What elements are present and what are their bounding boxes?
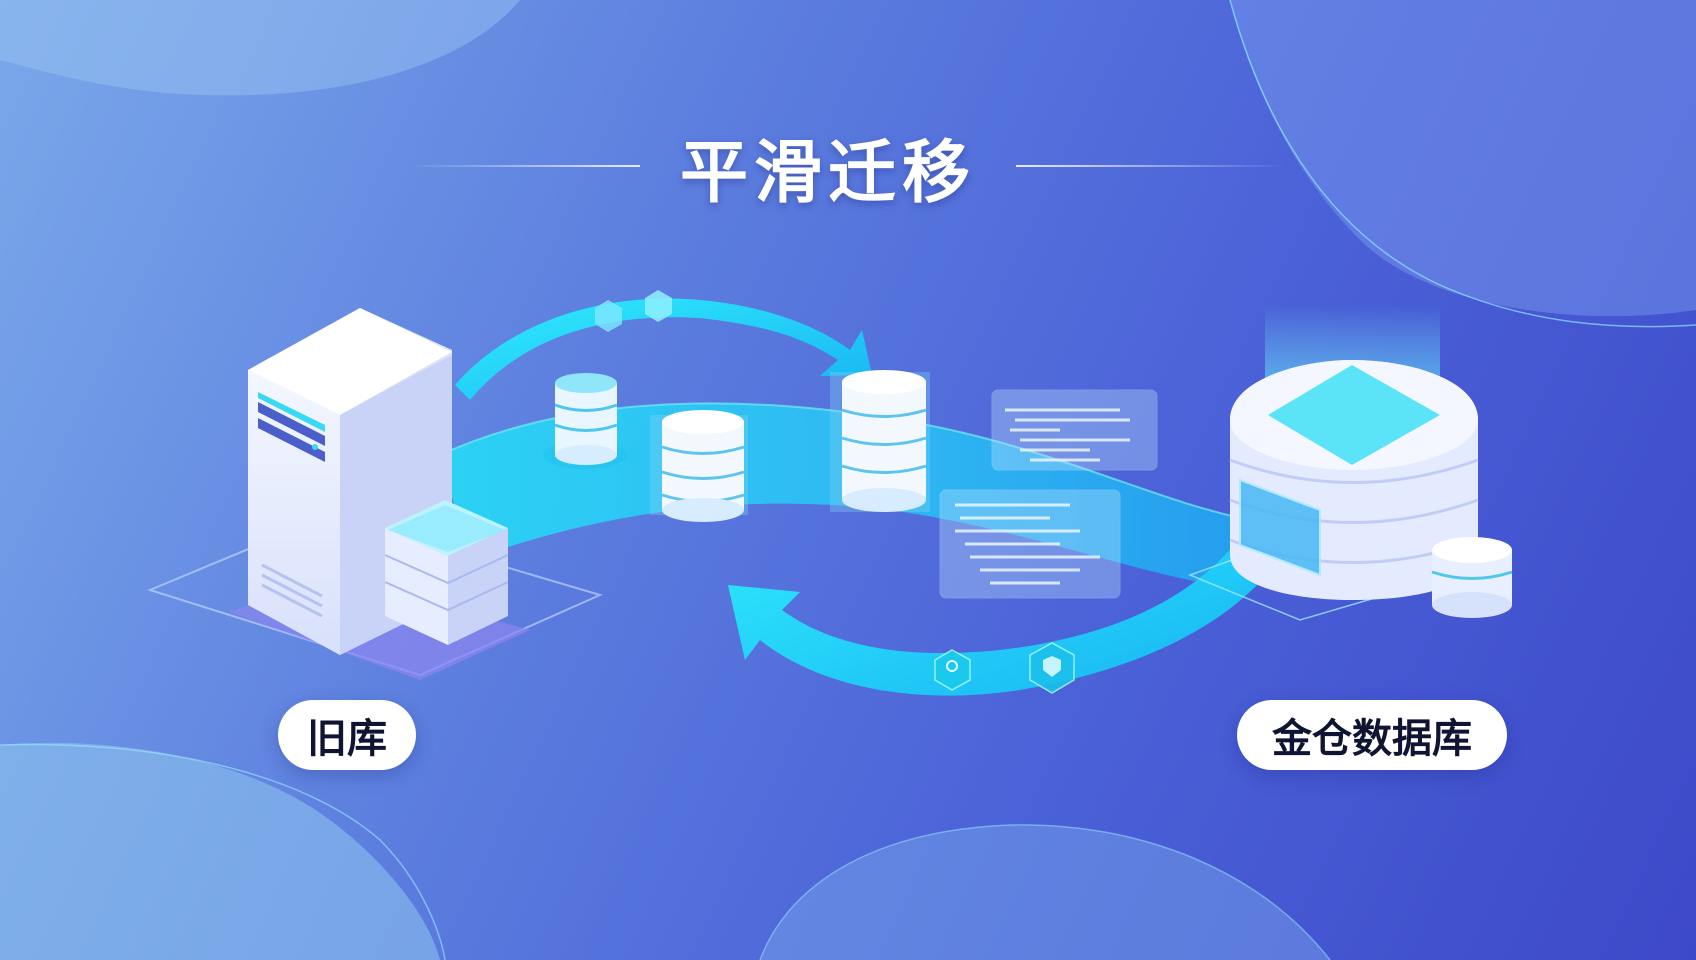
forward-arrow-icon bbox=[455, 298, 872, 400]
page-title: 平滑迁移 bbox=[679, 133, 976, 213]
title-divider-right bbox=[1016, 165, 1286, 167]
cube-icon bbox=[595, 290, 672, 332]
source-label: 旧库 bbox=[278, 700, 416, 770]
storage-stack-icon bbox=[384, 500, 509, 645]
lock-icon bbox=[934, 649, 971, 691]
database-icon bbox=[830, 370, 930, 512]
target-database-icon bbox=[1187, 305, 1479, 621]
database-icon bbox=[543, 373, 627, 469]
target-label: 金仓数据库 bbox=[1237, 700, 1507, 770]
title-bar: 平滑迁移 bbox=[0, 118, 1696, 214]
code-panel-icon bbox=[939, 489, 1121, 599]
return-arrow-icon bbox=[728, 505, 1300, 696]
code-panel-icon bbox=[991, 389, 1158, 471]
title-divider-left bbox=[409, 165, 640, 167]
database-icon bbox=[650, 410, 748, 522]
shield-icon bbox=[1029, 642, 1075, 694]
database-icon bbox=[1431, 537, 1513, 618]
